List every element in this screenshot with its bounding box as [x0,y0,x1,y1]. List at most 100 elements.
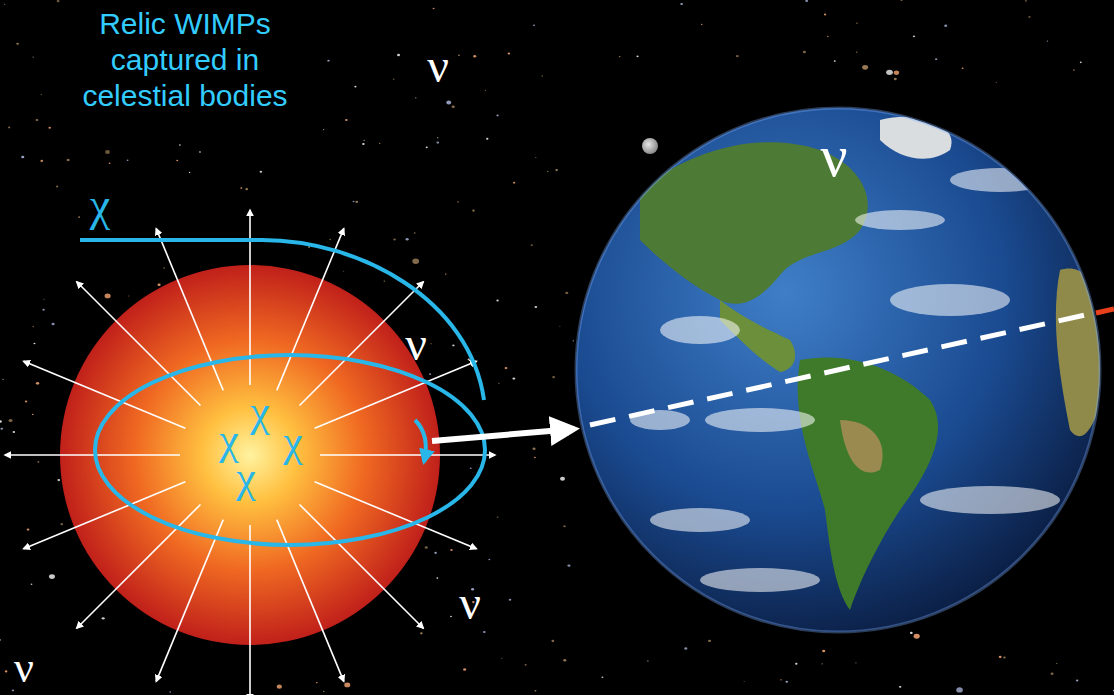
star [452,344,454,346]
star [914,634,920,639]
star [552,376,555,378]
star [785,681,788,683]
star [513,182,515,184]
star [323,129,324,130]
star [496,115,498,117]
star [534,690,536,692]
star [736,55,739,57]
star [457,201,458,202]
star [420,632,423,634]
star [353,201,355,203]
star [327,60,329,62]
star [393,239,395,241]
cloud [890,284,1010,316]
star [1073,69,1075,71]
star [345,119,348,121]
star [430,343,431,344]
star [508,53,510,55]
star [12,689,14,691]
wimp-symbol: χ [219,418,239,462]
star [488,559,490,561]
neutrino-beam-arrow [432,429,574,441]
star [684,647,687,649]
neutrino-ray [299,282,423,406]
star [0,420,2,422]
star [34,343,36,345]
neutrino-ray [156,520,223,682]
star [412,259,419,264]
title-text: Relic WIMPs captured in celestial bodies [74,6,296,114]
star [1113,690,1114,692]
star [436,577,438,579]
star [452,105,455,108]
star [4,4,5,5]
star [36,382,39,385]
star [32,326,33,327]
star [446,101,451,105]
star [163,267,165,268]
star [189,172,191,173]
star [5,670,8,672]
star [354,86,356,88]
star [176,160,178,162]
star [601,676,603,678]
star [647,660,648,661]
star [899,686,901,688]
neutrino-rays [5,210,495,695]
star [56,186,58,188]
star [535,157,536,158]
star [49,574,55,579]
star [701,24,703,25]
cloud [920,486,1060,514]
moon [642,138,658,154]
star [559,325,560,327]
wimp-symbol: χ [250,390,270,434]
star [109,163,111,164]
star [415,97,417,98]
neutrino-symbol: ν [427,42,449,90]
star [473,55,476,57]
star [1003,657,1005,659]
star [42,309,44,311]
star [57,479,60,481]
star [1080,62,1082,64]
star [525,664,527,666]
capture-path [80,240,484,400]
star [102,617,105,619]
star [158,284,161,287]
earth-atmosphere [576,108,1100,632]
star [414,232,416,233]
star [60,523,63,525]
star [856,23,858,24]
star [179,144,181,145]
star [803,51,806,53]
star [1028,16,1030,18]
star [935,58,937,60]
star [33,56,34,57]
star [37,461,39,463]
star [343,270,344,272]
star [512,377,515,379]
star [567,564,570,566]
star [551,640,554,642]
star [9,419,13,422]
star [13,431,15,433]
star [496,300,498,302]
star [910,632,913,634]
star [780,679,782,680]
star [436,141,439,143]
star [636,55,638,57]
neutrino-symbol: ν [459,579,481,627]
star [406,238,409,240]
star [680,3,683,5]
star [245,188,248,190]
neutrino-ray [320,454,495,456]
star [445,273,447,274]
star [127,160,129,161]
star [43,298,44,300]
neutrino-ray [77,504,201,628]
star [532,448,535,451]
star [21,156,24,159]
neutrino-ray [77,282,201,406]
